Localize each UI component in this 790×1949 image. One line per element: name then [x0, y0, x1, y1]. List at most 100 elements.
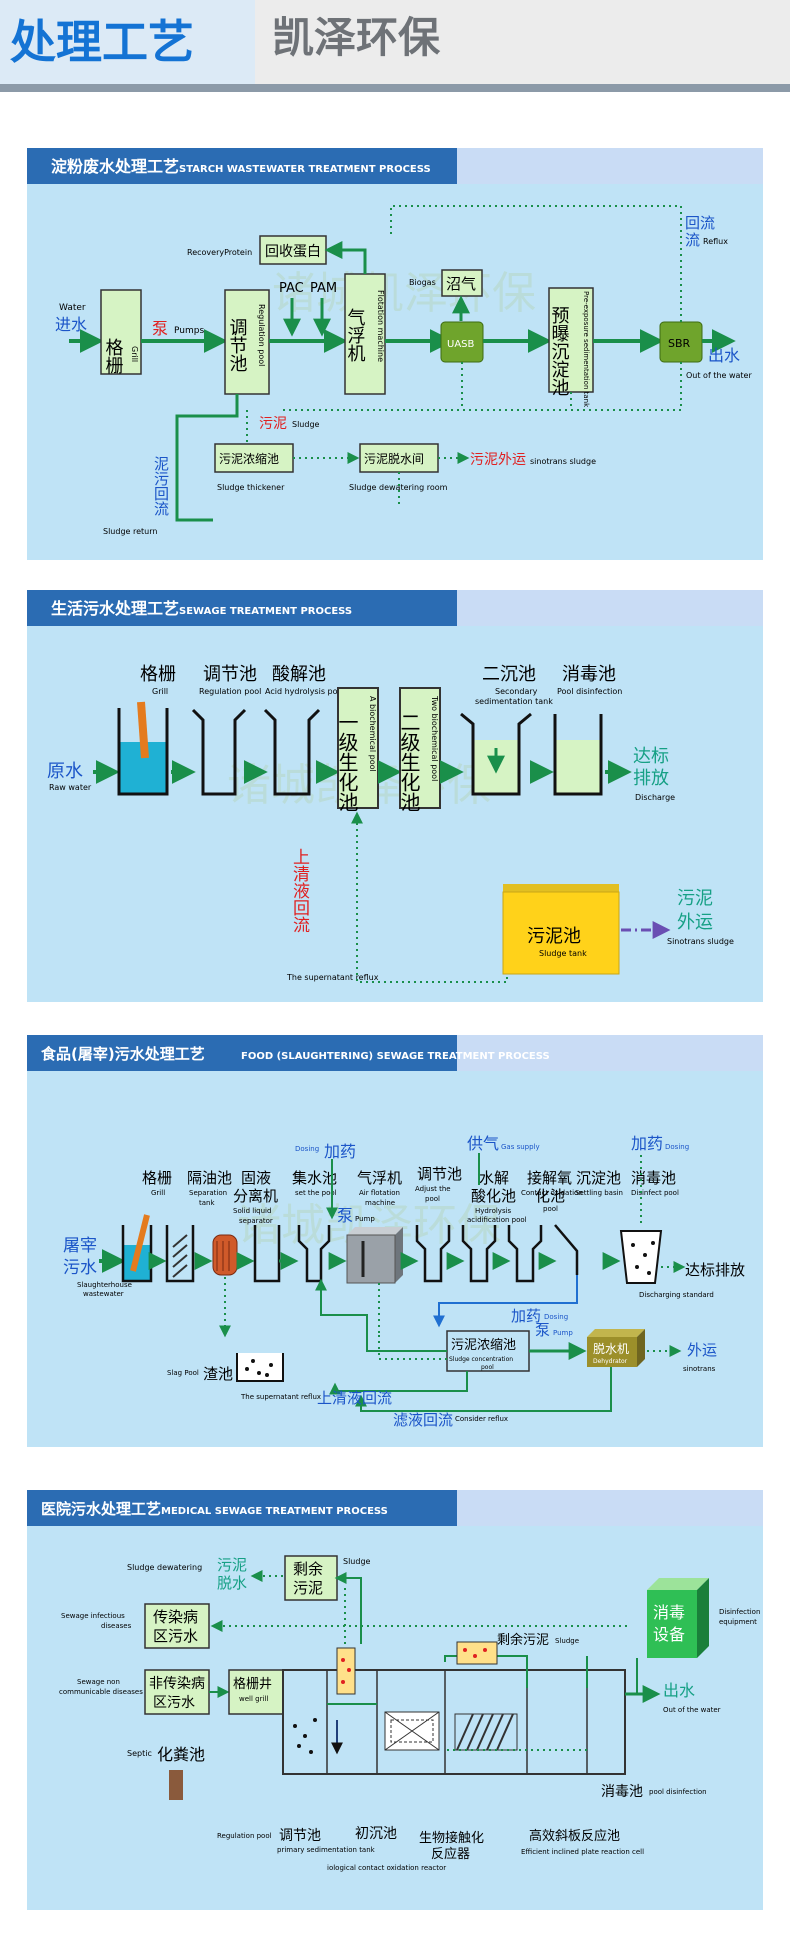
air-flotation-machine	[346, 1234, 396, 1284]
svg-text:sinotrans: sinotrans	[683, 1365, 716, 1373]
svg-text:pool: pool	[543, 1205, 558, 1213]
svg-text:污水: 污水	[63, 1258, 97, 1278]
svg-text:消毒池: 消毒池	[601, 1784, 643, 1800]
svg-text:格栅井: 格栅井	[233, 1676, 272, 1692]
recovery-protein-box	[259, 235, 327, 265]
svg-text:化池: 化池	[535, 1187, 565, 1205]
header-company: 凯泽环保	[272, 13, 441, 62]
svg-text:Flotation machine: Flotation machine	[376, 290, 385, 362]
bio-pool-2	[399, 687, 441, 809]
svg-text:Regulation pool: Regulation pool	[199, 687, 261, 696]
svg-text:Grill: Grill	[130, 346, 139, 362]
svg-text:Pump: Pump	[355, 1215, 375, 1223]
discharge-label: 达标排放	[685, 1261, 745, 1279]
svg-text:primary sedimentation tank: primary sedimentation tank	[277, 1846, 376, 1854]
svg-text:剩余: 剩余	[293, 1560, 323, 1578]
reflux-label: 回流	[685, 214, 715, 232]
svg-text:Settling basin: Settling basin	[575, 1189, 623, 1197]
svg-text:iological contact oxidation re: iological contact oxidation reactor	[327, 1864, 446, 1872]
svg-text:separator: separator	[239, 1217, 273, 1225]
svg-text:供气: 供气	[467, 1134, 499, 1153]
remaining-sludge-box	[284, 1555, 338, 1601]
svg-text:RecoveryProtein: RecoveryProtein	[187, 248, 252, 257]
secondary-sedimentation-tank	[460, 712, 532, 796]
svg-text:气浮机: 气浮机	[345, 308, 366, 362]
bio-pool-1	[337, 687, 379, 809]
sludge-concentration-pool	[446, 1330, 530, 1372]
svg-text:Secondary: Secondary	[495, 687, 538, 696]
sludge-thickener-box	[214, 443, 294, 473]
svg-text:sinotrans sludge: sinotrans sludge	[530, 457, 596, 466]
outlet-label: 出水	[708, 346, 740, 365]
svg-text:Dosing: Dosing	[665, 1143, 689, 1151]
grill-tank	[117, 708, 169, 796]
svg-text:Sewage infectious: Sewage infectious	[61, 1612, 125, 1620]
disinfection-equipment	[647, 1590, 697, 1658]
svg-text:脱水机: 脱水机	[593, 1341, 629, 1356]
svg-text:泵: 泵	[535, 1321, 550, 1339]
svg-text:Out of the water: Out of the water	[663, 1706, 721, 1714]
raw-water-label: 原水	[47, 761, 83, 782]
sludge-tank	[502, 891, 620, 975]
remaining-sludge-collector	[456, 1641, 498, 1665]
svg-text:Acid hydrolysis pool: Acid hydrolysis pool	[265, 687, 345, 696]
hydrolysis-pool	[461, 1225, 497, 1283]
regulation-pool-box	[224, 289, 270, 395]
svg-text:Grill: Grill	[152, 687, 168, 696]
septic-tank	[169, 1770, 183, 1800]
svg-text:食品(屠宰)污水处理工艺: 食品(屠宰)污水处理工艺	[41, 1045, 205, 1063]
slag-pool	[236, 1353, 284, 1382]
acid-hydrolysis-tank	[263, 708, 321, 796]
non-infectious-sewage-box	[144, 1669, 210, 1715]
discharge-label: 达标	[633, 746, 669, 767]
svg-text:Pump: Pump	[553, 1329, 573, 1337]
svg-text:污泥脱水间: 污泥脱水间	[364, 451, 424, 466]
grill-box	[100, 289, 142, 375]
section-medical: 医院污水处理工艺MEDICAL SEWAGE TREATMENT PROCESS…	[27, 1490, 763, 1910]
regulation-tank	[191, 708, 247, 796]
pump-label: 泵	[152, 319, 168, 338]
svg-text:消毒池: 消毒池	[631, 1169, 676, 1187]
svg-text:Gas supply: Gas supply	[501, 1143, 540, 1151]
svg-text:Hydrolysis: Hydrolysis	[475, 1207, 512, 1215]
section-title-bar	[27, 148, 457, 184]
svg-text:格栅: 格栅	[142, 1169, 172, 1187]
svg-text:well grill: well grill	[239, 1695, 268, 1703]
svg-text:调节池: 调节池	[417, 1165, 462, 1183]
separation-tank	[165, 1225, 195, 1283]
svg-text:wastewater: wastewater	[83, 1290, 124, 1298]
svg-text:传染病: 传染病	[153, 1608, 198, 1626]
svg-text:Biogas: Biogas	[409, 278, 436, 287]
svg-text:酸解池: 酸解池	[272, 664, 326, 685]
svg-text:diseases: diseases	[101, 1622, 132, 1630]
svg-text:Sludge: Sludge	[343, 1557, 371, 1566]
outlet-label: 出水	[663, 1681, 695, 1700]
svg-text:Reflux: Reflux	[703, 237, 728, 246]
svg-text:消毒: 消毒	[653, 1603, 685, 1622]
svg-text:生物接触化: 生物接触化	[419, 1830, 484, 1846]
svg-text:初沉池: 初沉池	[355, 1825, 397, 1842]
septic-tank-label: 化粪池	[157, 1745, 205, 1764]
svg-text:FOOD (SLAUGHTERING) SEWAGE TRE: FOOD (SLAUGHTERING) SEWAGE TREATMENT PRO…	[241, 1051, 550, 1062]
svg-text:UASB: UASB	[447, 339, 475, 350]
infectious-sewage-box	[144, 1603, 210, 1649]
svg-text:Disinfection: Disinfection	[719, 1608, 760, 1616]
svg-text:Slaughterhouse: Slaughterhouse	[77, 1281, 132, 1289]
svg-text:Sludge tank: Sludge tank	[539, 949, 587, 958]
section-starch: 淀粉废水处理工艺STARCH WASTEWATER TREATMENT PROC…	[27, 148, 763, 560]
flotation-box	[344, 273, 386, 395]
svg-text:调节池: 调节池	[227, 318, 248, 372]
dehydrator	[587, 1337, 637, 1367]
pam-label: PAM	[310, 281, 337, 296]
svg-text:脱水: 脱水	[217, 1574, 247, 1592]
pac-label: PAC	[279, 281, 304, 296]
svg-text:Efficient inclined plate react: Efficient inclined plate reaction cell	[521, 1848, 644, 1856]
svg-text:反应器: 反应器	[431, 1846, 470, 1862]
supernatant-reflux-label: 上清液回流	[317, 1389, 392, 1407]
svg-text:预曝沉淀池: 预曝沉淀池	[549, 306, 570, 396]
svg-text:区污水: 区污水	[153, 1627, 198, 1645]
svg-text:Sludge: Sludge	[292, 420, 320, 429]
svg-text:酸化池: 酸化池	[471, 1187, 516, 1205]
sludge-label: 污泥	[259, 416, 287, 432]
sludge-transport-label: 污泥外运	[470, 452, 526, 468]
